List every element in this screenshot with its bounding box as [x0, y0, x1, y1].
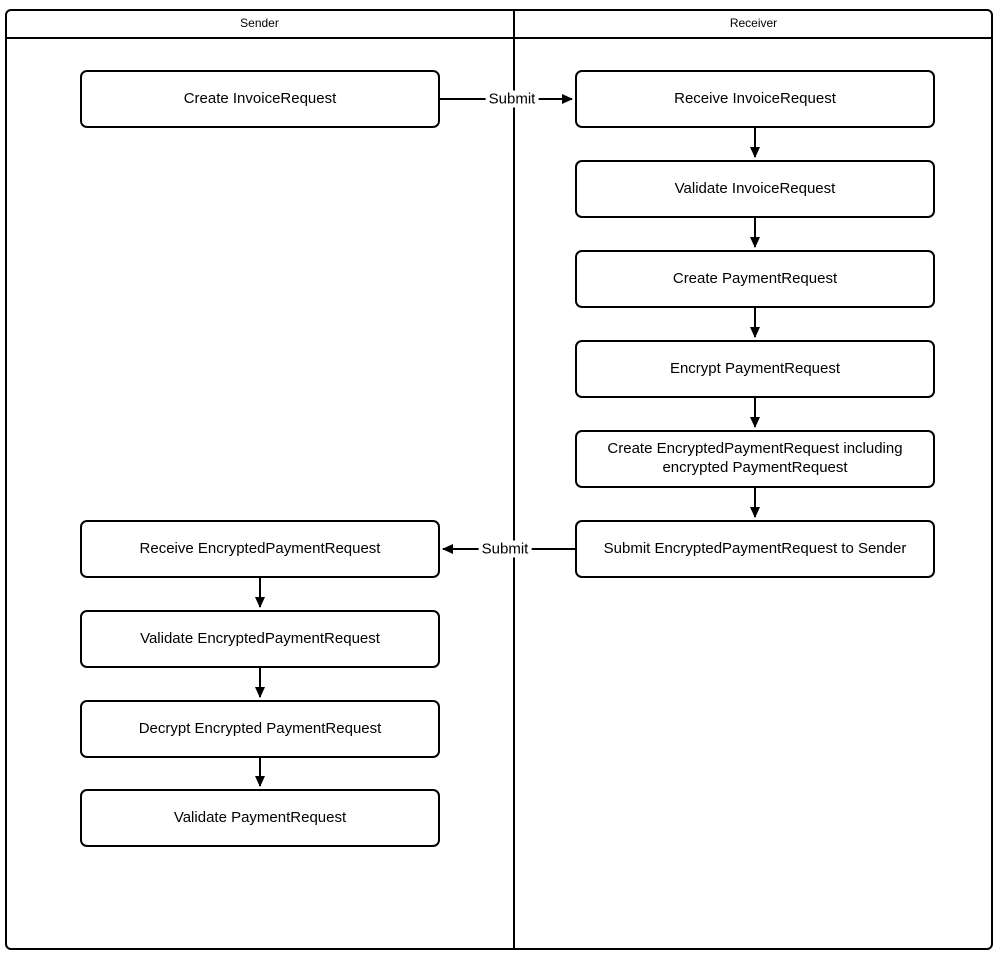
lane-title-receiver: Receiver	[729, 16, 778, 30]
lane-header-receiver: Receiver	[514, 9, 993, 37]
node-decrypt-encrypted-paymentrequest: Decrypt Encrypted PaymentRequest	[80, 700, 440, 758]
node-create-invoicerequest: Create InvoiceRequest	[80, 70, 440, 128]
node-label: Create InvoiceRequest	[183, 89, 337, 107]
node-receive-invoicerequest: Receive InvoiceRequest	[575, 70, 935, 128]
lane-header-row: Sender Receiver	[5, 9, 993, 39]
node-encrypt-paymentrequest: Encrypt PaymentRequest	[575, 340, 935, 398]
node-label: Create PaymentRequest	[672, 269, 838, 287]
node-create-encryptedpaymentrequest: Create EncryptedPaymentRequest including…	[575, 430, 935, 488]
edge-label-submit-bottom: Submit	[478, 540, 532, 558]
node-label: Validate InvoiceRequest	[674, 179, 836, 197]
node-label: Encrypt PaymentRequest	[669, 359, 841, 377]
node-validate-encryptedpaymentrequest: Validate EncryptedPaymentRequest	[80, 610, 440, 668]
lane-header-sender: Sender	[5, 9, 514, 37]
edge-label-submit-top: Submit	[485, 90, 539, 108]
node-submit-encryptedpaymentrequest: Submit EncryptedPaymentRequest to Sender	[575, 520, 935, 578]
node-label: Validate PaymentRequest	[173, 808, 347, 826]
node-validate-invoicerequest: Validate InvoiceRequest	[575, 160, 935, 218]
node-receive-encryptedpaymentrequest: Receive EncryptedPaymentRequest	[80, 520, 440, 578]
node-label: Submit EncryptedPaymentRequest to Sender	[603, 539, 907, 557]
node-label: Receive EncryptedPaymentRequest	[139, 539, 381, 557]
node-validate-paymentrequest: Validate PaymentRequest	[80, 789, 440, 847]
node-label: Create EncryptedPaymentRequest including…	[607, 440, 903, 476]
node-label: Validate EncryptedPaymentRequest	[140, 629, 380, 647]
lane-title-sender: Sender	[240, 16, 279, 30]
node-label: Decrypt Encrypted PaymentRequest	[138, 719, 382, 737]
node-create-paymentrequest: Create PaymentRequest	[575, 250, 935, 308]
lane-divider	[513, 9, 515, 950]
node-label: Receive InvoiceRequest	[674, 89, 836, 107]
